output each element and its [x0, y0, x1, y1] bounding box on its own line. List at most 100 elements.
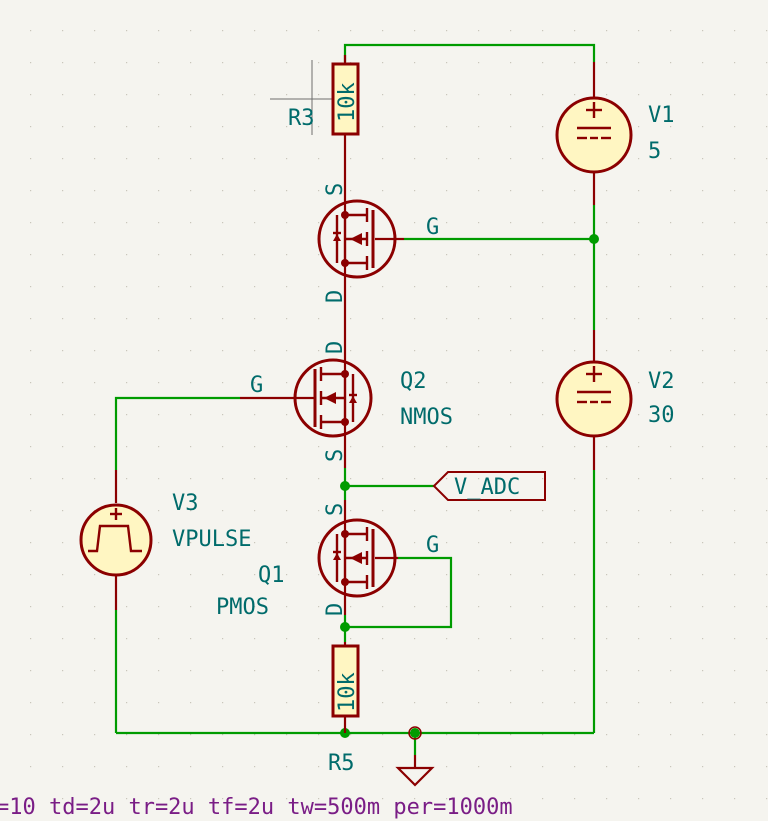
grid-dot	[574, 254, 576, 256]
grid-dot	[254, 766, 256, 768]
grid-dot	[30, 478, 32, 480]
grid-dot	[638, 94, 640, 96]
grid-dot	[574, 62, 576, 64]
grid-dot	[510, 62, 512, 64]
grid-dot	[766, 446, 768, 448]
grid-dot	[414, 190, 416, 192]
grid-dot	[158, 606, 160, 608]
grid-dot	[574, 190, 576, 192]
grid-dot	[94, 126, 96, 128]
grid-dot	[670, 446, 672, 448]
grid-dot	[766, 542, 768, 544]
grid-dot	[382, 446, 384, 448]
grid-dot	[766, 350, 768, 352]
grid-dot	[318, 62, 320, 64]
grid-dot	[510, 382, 512, 384]
grid-dot	[542, 670, 544, 672]
grid-dot	[158, 702, 160, 704]
junction-q3-gate	[589, 234, 599, 244]
voltage-source-v1[interactable]: V1 5	[555, 62, 675, 205]
mosfet-q3[interactable]: S D G	[317, 183, 439, 303]
grid-dot	[734, 478, 736, 480]
grid-dot	[638, 542, 640, 544]
grid-dot	[286, 670, 288, 672]
grid-dot	[318, 542, 320, 544]
grid-dot	[542, 222, 544, 224]
grid-dot	[734, 446, 736, 448]
grid-dot	[254, 574, 256, 576]
grid-dot	[350, 30, 352, 32]
grid-dot	[222, 158, 224, 160]
grid-dot	[62, 702, 64, 704]
grid-dot	[606, 798, 608, 800]
grid-dot	[286, 126, 288, 128]
grid-dot	[254, 190, 256, 192]
grid-dot	[190, 414, 192, 416]
grid-dot	[606, 446, 608, 448]
grid-dot	[702, 94, 704, 96]
grid-dot	[702, 510, 704, 512]
grid-dot	[350, 766, 352, 768]
grid-dot	[94, 254, 96, 256]
grid-dot	[446, 350, 448, 352]
grid-dot	[254, 638, 256, 640]
resistor-r3[interactable]: 10k R3	[270, 55, 360, 200]
grid-dot	[30, 638, 32, 640]
grid-dot	[190, 574, 192, 576]
grid-dot	[190, 606, 192, 608]
grid-dot	[606, 574, 608, 576]
grid-dot	[606, 542, 608, 544]
grid-dot	[638, 126, 640, 128]
resistor-r5[interactable]: 10k R5	[328, 642, 360, 776]
grid-dot	[62, 414, 64, 416]
grid-dot	[158, 382, 160, 384]
grid-dot	[126, 350, 128, 352]
grid-dot	[574, 798, 576, 800]
grid-dot	[126, 318, 128, 320]
grid-dot	[286, 574, 288, 576]
grid-dot	[158, 190, 160, 192]
grid-dot	[478, 126, 480, 128]
grid-dot	[350, 638, 352, 640]
voltage-source-v2[interactable]: V2 30	[555, 330, 675, 470]
r5-ref: R5	[328, 751, 355, 776]
grid-dot	[286, 638, 288, 640]
grid-dot	[94, 798, 96, 800]
wire-q1-gate-loop	[345, 556, 453, 629]
grid-dot	[766, 638, 768, 640]
grid-dot	[542, 62, 544, 64]
grid-dot	[286, 286, 288, 288]
grid-dot	[542, 94, 544, 96]
grid-dot	[670, 606, 672, 608]
mosfet-q1[interactable]: S D G Q1 PMOS	[216, 500, 439, 620]
net-label-v-adc[interactable]: V_ADC	[432, 471, 546, 501]
grid-dot	[702, 542, 704, 544]
grid-dot	[446, 286, 448, 288]
grid-dot	[414, 446, 416, 448]
grid-dot	[158, 126, 160, 128]
grid-dot	[286, 702, 288, 704]
grid-dot	[702, 62, 704, 64]
grid-dot	[670, 798, 672, 800]
grid-dot	[318, 510, 320, 512]
grid-dot	[382, 286, 384, 288]
grid-dot	[62, 606, 64, 608]
grid-dot	[62, 158, 64, 160]
voltage-source-v3[interactable]: V3 VPULSE	[79, 470, 251, 610]
mosfet-q2[interactable]: D S G Q2 NMOS	[240, 341, 453, 468]
grid-dot	[766, 382, 768, 384]
grid-dot	[30, 254, 32, 256]
ground-symbol[interactable]	[395, 726, 435, 787]
grid-dot	[414, 542, 416, 544]
grid-dot	[766, 286, 768, 288]
grid-dot	[702, 158, 704, 160]
grid-dot	[542, 126, 544, 128]
grid-dot	[158, 62, 160, 64]
grid-dot	[158, 254, 160, 256]
grid-dot	[382, 414, 384, 416]
grid-dot	[638, 670, 640, 672]
grid-dot	[62, 638, 64, 640]
grid-dot	[382, 766, 384, 768]
grid-dot	[62, 766, 64, 768]
grid-dot	[542, 350, 544, 352]
